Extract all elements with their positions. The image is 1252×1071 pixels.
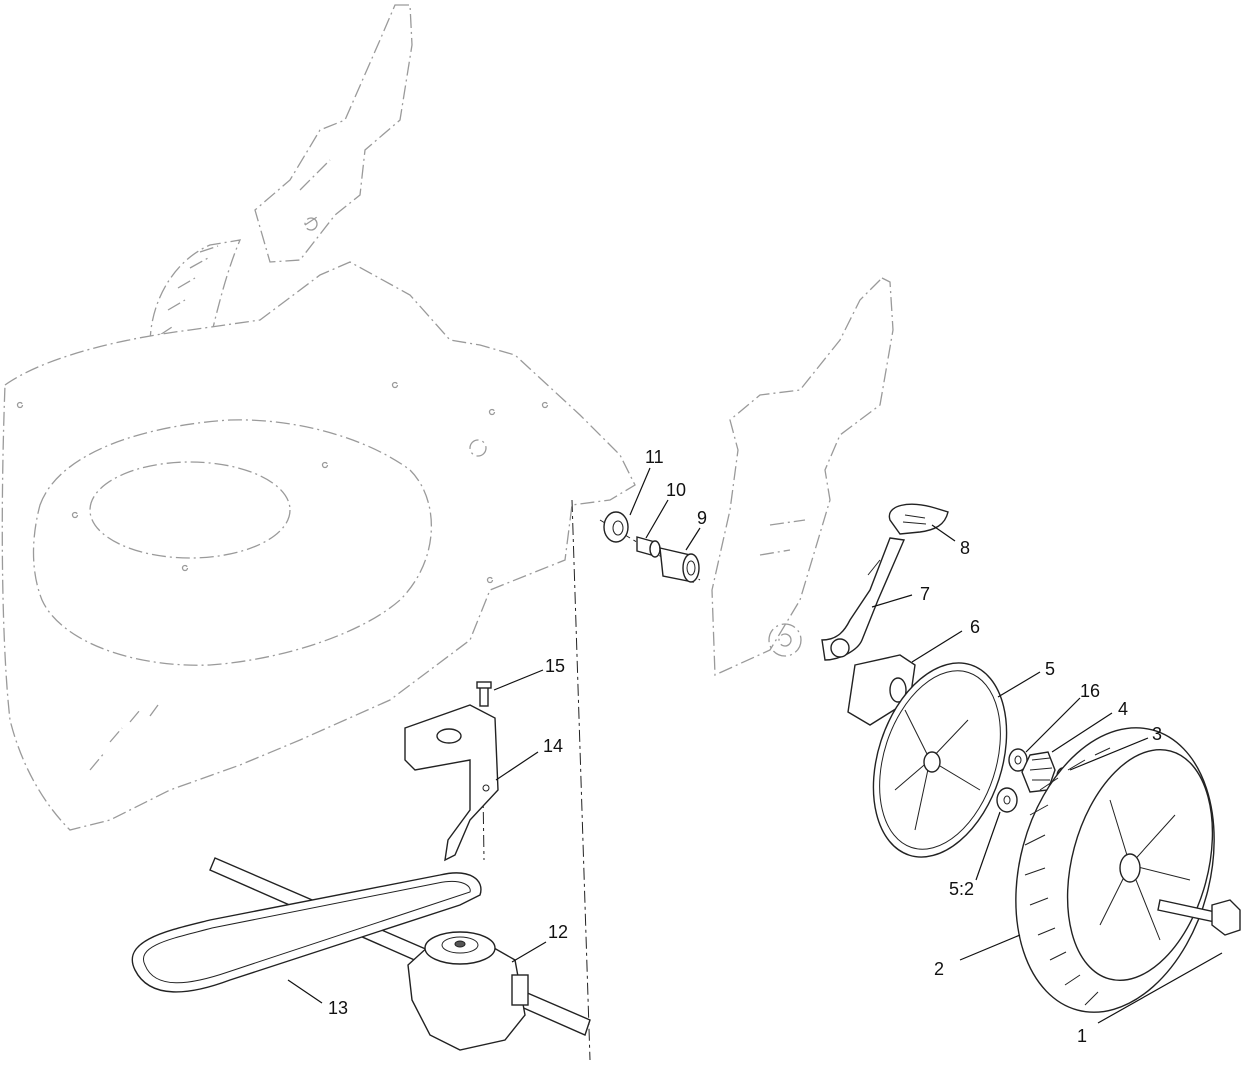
part-12-transmission xyxy=(407,931,529,1051)
leader-8 xyxy=(931,524,956,542)
callout-8: 8 xyxy=(960,538,970,558)
callout-5-2: 5:2 xyxy=(949,879,974,899)
leader-2 xyxy=(959,934,1021,961)
leader-10 xyxy=(645,499,669,539)
leader-15 xyxy=(493,669,544,691)
leader-7 xyxy=(871,594,913,608)
callout-3: 3 xyxy=(1152,724,1162,744)
callout-9: 9 xyxy=(697,508,707,528)
callout-13: 13 xyxy=(328,998,348,1018)
callout-12: 12 xyxy=(548,922,568,942)
callout-labels: 1 2 3 4 5 5:2 6 7 8 9 10 11 12 13 14 15 … xyxy=(328,447,1162,1046)
part-13-belt xyxy=(131,872,482,993)
part-5-wheel-cover xyxy=(872,662,1008,858)
leader-5-2 xyxy=(975,811,1001,881)
leader-lines xyxy=(287,467,1223,1024)
leader-14 xyxy=(495,751,539,781)
leader-16 xyxy=(1025,697,1081,753)
part-10-bushing xyxy=(636,536,661,558)
part-15-screw xyxy=(476,681,492,707)
part-14-bracket xyxy=(404,704,499,862)
part-7-lever xyxy=(821,537,906,661)
part-6-axle-plate xyxy=(847,654,916,726)
callout-5: 5 xyxy=(1045,659,1055,679)
part-4-gear xyxy=(1021,751,1056,793)
callout-4: 4 xyxy=(1118,699,1128,719)
callout-2: 2 xyxy=(934,959,944,979)
leader-13 xyxy=(287,979,323,1004)
callout-14: 14 xyxy=(543,736,563,756)
callout-15: 15 xyxy=(545,656,565,676)
mower-deck-ghost xyxy=(1,4,636,831)
callout-10: 10 xyxy=(666,480,686,500)
leader-5 xyxy=(997,671,1041,698)
leader-3 xyxy=(1069,737,1149,771)
callout-16: 16 xyxy=(1080,681,1100,701)
callout-11: 11 xyxy=(645,447,664,467)
callout-1: 1 xyxy=(1077,1026,1087,1046)
leader-1 xyxy=(1097,952,1223,1024)
part-11-washer xyxy=(603,511,629,543)
part-1-bolt xyxy=(1157,899,1241,936)
part-5-2-washer xyxy=(996,787,1018,813)
callout-6: 6 xyxy=(970,617,980,637)
height-adjust-bracket-ghost xyxy=(711,277,894,676)
leader-9 xyxy=(685,527,701,551)
leader-11 xyxy=(629,467,651,516)
leader-4 xyxy=(1051,712,1113,753)
part-2-wheel xyxy=(1015,727,1215,1013)
callout-7: 7 xyxy=(920,584,930,604)
leader-6 xyxy=(911,630,963,663)
leader-12 xyxy=(511,941,547,963)
part-9-bearing xyxy=(659,547,700,583)
